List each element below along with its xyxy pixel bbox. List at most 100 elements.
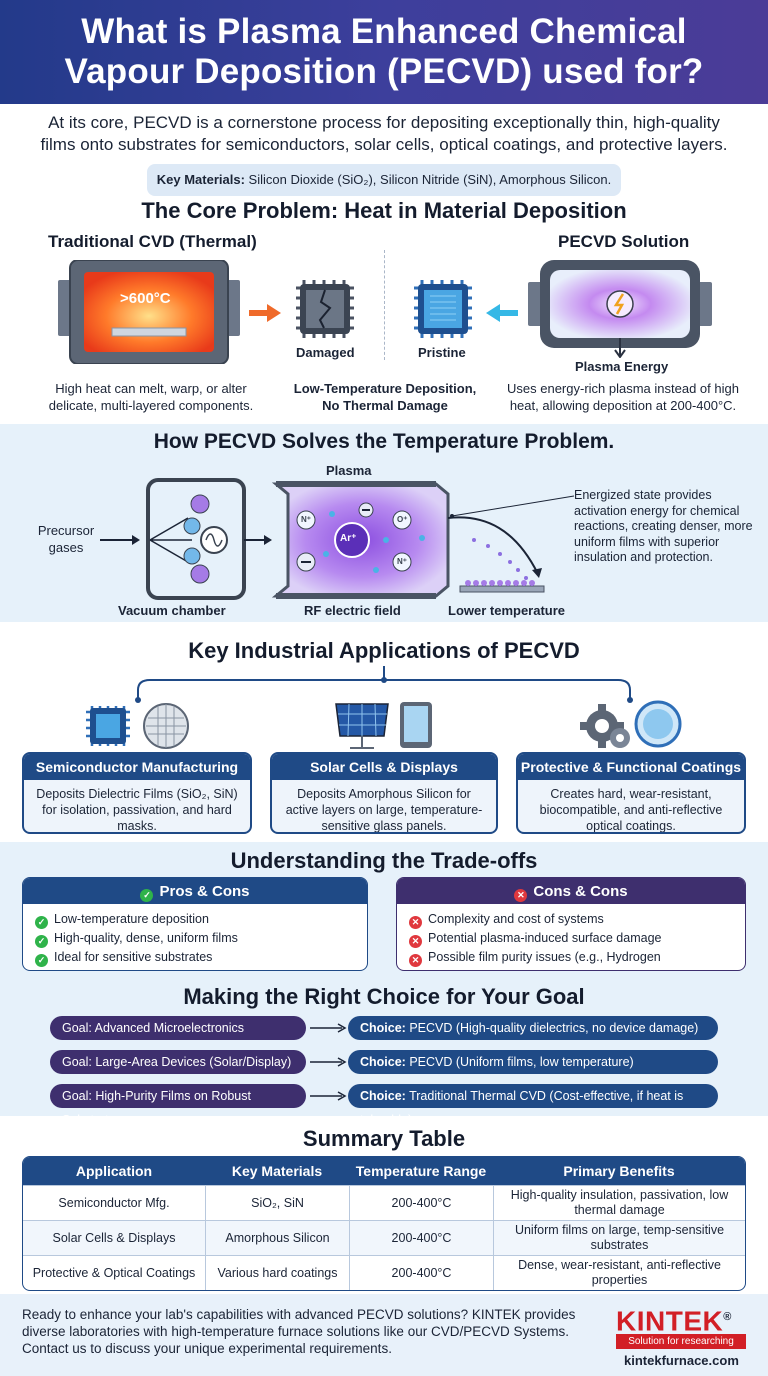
list-item: ✕Complexity and cost of systems (409, 910, 733, 929)
pro-text: Low-temperature deposition (54, 912, 209, 926)
thermal-furnace-icon (58, 260, 240, 364)
middle-caption-line-2: No Thermal Damage (322, 398, 448, 413)
title-line-2: Vapour Deposition (PECVD) used for? (64, 52, 704, 91)
gear-and-lens-icon (580, 700, 682, 748)
list-item: ✓High-quality, dense, uniform films (35, 929, 355, 948)
brand-name: KINTEK (616, 1305, 724, 1337)
list-item: ✓ Low-temperature deposition (35, 910, 355, 929)
rf-field-label: RF electric field (304, 603, 401, 618)
pros-box: ✓Pros & Cons ✓ Low-temperature deposition… (22, 877, 368, 971)
footer: Ready to enhance your lab's capabilities… (0, 1294, 768, 1376)
precursor-line-2: gases (48, 540, 84, 555)
plasma-label: Plasma (326, 463, 372, 478)
table-cell: 200-400°C (349, 1220, 493, 1255)
list-item: ✕Possible film purity issues (e.g., Hydr… (409, 948, 733, 970)
ion-c: N⁺ (397, 557, 407, 566)
registered-mark: ® (723, 1311, 732, 1323)
goal-pill: Goal: High-Purity Films on Robust Substr… (50, 1084, 306, 1127)
choice-text: PECVD (High-quality dielectrics, no devi… (409, 1021, 699, 1035)
con-text: Possible film purity issues (e.g., Hydro… (409, 950, 661, 970)
solar-and-display-icon (335, 702, 432, 749)
precursor-line-1: Precursor (37, 523, 95, 538)
thermal-caption: High heat can melt, warp, or alter delic… (48, 381, 254, 413)
summary-title: Summary Table (302, 1126, 466, 1151)
app-card-semiconductor: Semiconductor Manufacturing Deposits Die… (22, 752, 252, 834)
goals-title: Making the Right Choice for Your Goal (183, 984, 585, 1009)
middle-caption: Low-Temperature Deposition,No Thermal Da… (280, 380, 490, 414)
check-icon: ✓ (35, 954, 48, 967)
check-icon: ✓ (35, 916, 48, 929)
footer-text: Ready to enhance your lab's capabilities… (22, 1307, 576, 1356)
column-header: Temperature Range (349, 1157, 493, 1185)
arrow-right-icon (310, 1023, 347, 1033)
table-cell: 200-400°C (349, 1255, 493, 1290)
temperature-label: >600°C (120, 290, 171, 307)
app-card-body: Deposits Dielectric Films (SiO₂, SiN) fo… (36, 787, 238, 833)
intro-text: At its core, PECVD is a cornerstone proc… (40, 113, 728, 154)
table-row: Solar Cells & Displays Amorphous Silicon… (23, 1220, 745, 1255)
pro-text: Ideal for sensitive substrates (54, 950, 213, 964)
arrow-right-icon (310, 1091, 347, 1101)
list-item: ✓ Ideal for sensitive substrates (35, 948, 355, 967)
brand-tagline: Solution for researching (616, 1334, 746, 1349)
how-pecvd-section: How PECVD Solves the Temperature Problem… (0, 424, 768, 622)
traditional-cvd-title: Traditional CVD (Thermal) (48, 232, 257, 251)
con-text: Potential plasma-induced surface damage (428, 931, 662, 945)
plasma-note: Energized state provides activation ener… (574, 488, 753, 564)
app-card-solar: Solar Cells & Displays Deposits Amorphou… (270, 752, 498, 834)
pecvd-caption: Uses energy-rich plasma instead of high … (507, 381, 739, 413)
table-cell: Solar Cells & Displays (23, 1220, 205, 1255)
website-link[interactable]: kintekfurnace.com (624, 1353, 739, 1368)
ion-a: N⁺ (301, 515, 311, 524)
lower-temp-label: Lower temperature (448, 603, 566, 618)
arrow-right-icon (310, 1057, 347, 1067)
tradeoffs-title: Understanding the Trade-offs (230, 848, 538, 873)
choice-label: Choice: (360, 1055, 406, 1069)
damaged-chip-icon (296, 280, 354, 338)
pros-list: ✓Low-temperature deposition ✓High-qualit… (23, 904, 367, 970)
x-icon: ✕ (409, 954, 422, 967)
pros-header: ✓Pros & Cons (23, 878, 367, 904)
app-card-body: Creates hard, wear-resistant, biocompati… (539, 787, 723, 833)
table-cell: Protective & Optical Coatings (23, 1255, 205, 1290)
table-cell: Semiconductor Mfg. (23, 1185, 205, 1220)
table-cell: Amorphous Silicon (205, 1220, 349, 1255)
x-icon: ✕ (409, 935, 422, 948)
plasma-chamber-icon (528, 260, 712, 358)
check-icon: ✓ (140, 889, 154, 902)
vacuum-chamber-label: Vacuum chamber (118, 603, 226, 618)
cons-header: ✕ Cons & Cons (397, 878, 745, 904)
pristine-chip-icon (414, 280, 472, 338)
apps-title: Key Industrial Applications of PECVD (188, 638, 580, 663)
damaged-label: Damaged (296, 345, 355, 360)
cons-title: Cons & Cons (533, 883, 628, 900)
core-problem-title: The Core Problem: Heat in Material Depos… (141, 198, 627, 223)
plasma-energy-label: Plasma Energy (575, 359, 669, 374)
ion-b: O⁺ (397, 515, 408, 524)
arrow-left-icon (486, 304, 518, 322)
cons-list: ✕Complexity and cost of systems ✕Potenti… (397, 904, 745, 970)
intro-section: At its core, PECVD is a cornerstone proc… (0, 112, 768, 196)
choice-text: Traditional Thermal CVD (Cost-effective,… (360, 1089, 684, 1127)
column-header: Key Materials (205, 1157, 349, 1185)
key-materials-pill: Key Materials: Silicon Dioxide (SiO₂), S… (146, 164, 622, 196)
title-line-1: What is Plasma Enhanced Chemical (81, 12, 687, 51)
summary-table: Application Key Materials Temperature Ra… (22, 1156, 746, 1291)
divider (384, 250, 385, 360)
choice-pill: Choice: PECVD (Uniform films, low temper… (348, 1050, 718, 1074)
apps-connector (135, 666, 633, 703)
summary-section: Summary Table Application Key Materials … (0, 1118, 768, 1291)
con-text: Complexity and cost of systems (428, 912, 604, 926)
list-item: ✕ Potential plasma-induced surface damage (409, 929, 733, 948)
ion-center: Ar⁺ (340, 533, 357, 544)
table-cell: High-quality insulation, passivation, lo… (493, 1185, 745, 1220)
app-card-title: Protective & Functional Coatings (518, 754, 744, 780)
goal-pill: Goal: Large-Area Devices (Solar/Display) (50, 1050, 306, 1074)
precursor-label: Precursor gases (36, 522, 96, 556)
x-icon: ✕ (514, 889, 528, 902)
pecvd-process-diagram (100, 478, 575, 600)
pro-text: High-quality, dense, uniform films (54, 931, 238, 945)
cons-box: ✕Cons & Cons ✕Complexity and cost of sys… (396, 877, 746, 971)
